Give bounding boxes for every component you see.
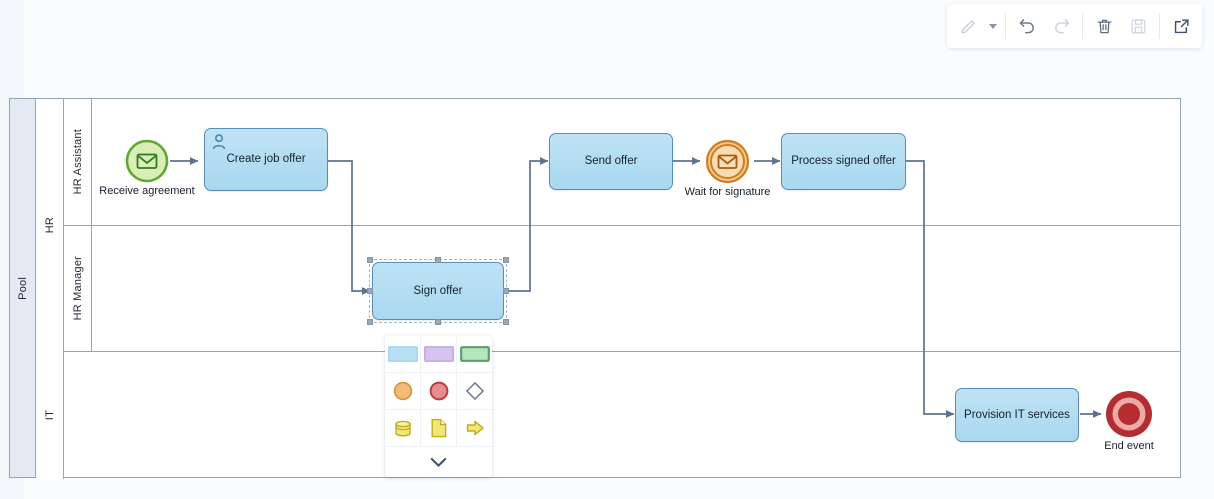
node-label-process-signed-offer: Process signed offer: [791, 155, 896, 168]
sublane-header-hr-manager[interactable]: HR Manager: [64, 225, 92, 351]
node-label-end-event: End event: [1104, 440, 1154, 452]
node-label-provision-it-services: Provision IT services: [964, 408, 1070, 421]
redo-icon: [1054, 18, 1069, 33]
palette-task-shape[interactable]: [385, 336, 421, 372]
pencil-button[interactable]: [951, 9, 985, 43]
palette-data-object-shape[interactable]: [421, 410, 457, 446]
intermediate-event-shape-icon: [393, 381, 412, 401]
editor-toolbar: [947, 4, 1202, 48]
message-start-event-icon: [125, 139, 169, 183]
lane-header-hr[interactable]: HR: [36, 99, 64, 351]
user-icon: [212, 134, 226, 150]
sublane-divider: [64, 225, 1180, 226]
lane-header-it[interactable]: IT: [36, 351, 64, 479]
pencil-icon: [960, 19, 975, 34]
node-send-offer[interactable]: Send offer: [549, 133, 673, 190]
palette-intermediate-event-shape[interactable]: [385, 373, 421, 409]
export-icon: [1174, 18, 1189, 33]
node-provision-it-services[interactable]: Provision IT services: [955, 388, 1079, 442]
task-shape-icon: [387, 346, 418, 362]
data-object-shape-icon: [431, 418, 446, 438]
node-wait-for-signature[interactable]: Wait for signature: [685, 139, 770, 198]
intermediate-message-catch-event-icon: [705, 139, 750, 184]
redo-button[interactable]: [1044, 9, 1078, 43]
export-button[interactable]: [1164, 9, 1198, 43]
palette-row: [385, 410, 492, 447]
lane-divider: [36, 351, 1180, 352]
gateway-shape-icon: [465, 381, 484, 401]
pool-label: Pool: [16, 276, 29, 300]
sublane-label-hr-assistant: HR Assistant: [71, 129, 84, 195]
lane-hr[interactable]: HR HR Assistant HR Manager: [36, 99, 1182, 351]
node-sign-offer[interactable]: Sign offer: [372, 262, 504, 320]
palette-gateway-shape[interactable]: [457, 373, 492, 409]
palette-data-store-shape[interactable]: [385, 410, 421, 446]
palette-arrow-shape[interactable]: [457, 410, 492, 446]
pool-header[interactable]: Pool: [10, 99, 36, 477]
chevron-down-icon: [430, 457, 447, 467]
node-label-receive-agreement: Receive agreement: [99, 185, 195, 197]
shape-palette: [385, 336, 492, 477]
trash-icon: [1097, 19, 1111, 33]
delete-button[interactable]: [1087, 9, 1121, 43]
palette-subprocess-shape[interactable]: [421, 336, 457, 372]
toolbar-divider: [1159, 13, 1160, 39]
palette-more-button[interactable]: [385, 447, 492, 477]
palette-end-event-shape[interactable]: [421, 373, 457, 409]
palette-row: [385, 373, 492, 410]
toolbar-divider: [1005, 13, 1006, 39]
node-label-wait-for-signature: Wait for signature: [684, 186, 771, 198]
undo-button[interactable]: [1010, 9, 1044, 43]
node-label-send-offer: Send offer: [584, 155, 638, 168]
lane-label-it: IT: [43, 409, 56, 421]
pencil-dropdown-button[interactable]: [985, 9, 1001, 43]
terminate-end-event-icon: [1106, 391, 1152, 437]
node-label-create-job-offer: Create job offer: [226, 153, 306, 166]
node-create-job-offer[interactable]: Create job offer: [204, 128, 328, 191]
palette-event-subprocess-shape[interactable]: [457, 336, 492, 372]
event-subprocess-shape-icon: [459, 346, 490, 362]
sublane-header-hr-assistant[interactable]: HR Assistant: [64, 99, 92, 225]
undo-icon: [1019, 18, 1034, 33]
sublane-label-hr-manager: HR Manager: [71, 255, 84, 321]
save-button[interactable]: [1121, 9, 1155, 43]
node-process-signed-offer[interactable]: Process signed offer: [781, 133, 906, 190]
subprocess-shape-icon: [423, 346, 454, 362]
save-icon: [1131, 19, 1145, 33]
data-store-shape-icon: [394, 420, 411, 436]
palette-row: [385, 336, 492, 373]
node-label-sign-offer: Sign offer: [413, 284, 463, 297]
arrow-shape-icon: [466, 420, 484, 436]
caret-down-icon: [989, 23, 997, 29]
end-event-shape-icon: [429, 381, 448, 401]
node-receive-agreement[interactable]: Receive agreement: [99, 139, 195, 197]
lane-it[interactable]: IT: [36, 351, 1182, 479]
toolbar-divider: [1082, 13, 1083, 39]
node-end-event[interactable]: End event: [1104, 389, 1154, 452]
lane-label-hr: HR: [43, 216, 56, 234]
